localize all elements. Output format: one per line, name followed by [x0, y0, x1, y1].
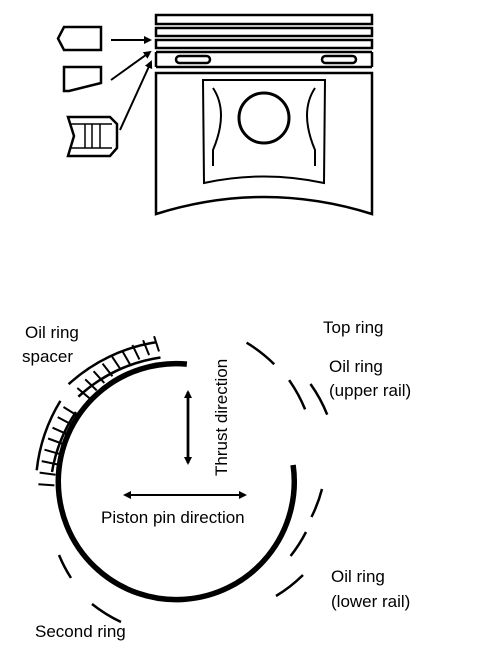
piston-crown — [154, 13, 374, 26]
label-second-ring: Second ring — [35, 622, 126, 641]
second-ring-section-icon — [62, 65, 103, 93]
spacer-hatch-tick — [111, 356, 122, 371]
label-piston-pin-direction: Piston pin direction — [101, 508, 245, 527]
spacer-hatch-tick — [39, 471, 56, 476]
spacer-hatch-tick — [131, 344, 141, 360]
ring-gap-diagram — [35, 335, 329, 624]
oil-lower-rail-segment-c — [275, 574, 304, 598]
oil-upper-rail-segment — [309, 383, 329, 416]
spacer-hatch-tick — [57, 416, 73, 426]
piston-pin-hole — [237, 91, 291, 145]
labels: Oil ring spacer Top ring Oil ring (upper… — [22, 318, 411, 641]
top-ring-segment — [245, 341, 276, 366]
spacer-hatch-tick — [47, 437, 64, 445]
oil-ring-spacer-hatching — [38, 335, 160, 487]
spacer-hatch-tick — [44, 448, 61, 456]
spacer-hatch-tick — [84, 378, 98, 392]
label-oil-ring-lower-2: (lower rail) — [331, 592, 410, 611]
oil-lower-rail-segment-a — [310, 488, 324, 518]
spacer-hatch-tick — [38, 483, 55, 487]
label-oil-ring-upper-1: Oil ring — [329, 357, 383, 376]
ring-section-icons — [56, 25, 153, 158]
spacer-hatch-tick — [92, 370, 106, 384]
pin-boss — [201, 79, 327, 185]
spacer-hatch-tick — [101, 362, 114, 377]
label-oil-ring-spacer-2: spacer — [22, 347, 73, 366]
spacer-hatch-tick — [142, 339, 151, 356]
top-ring-section-icon — [56, 25, 103, 52]
spacer-hatch-tick — [52, 426, 68, 436]
oil-ring-section-icon — [66, 115, 119, 158]
oil-slot-left — [174, 54, 212, 65]
label-top-ring: Top ring — [323, 318, 383, 337]
piston-ring-land-2 — [154, 38, 374, 50]
spacer-hatch-tick — [41, 460, 58, 466]
spacer-hatch-tick — [76, 387, 91, 400]
spacer-hatch-tick — [62, 406, 78, 417]
label-thrust-direction: Thrust direction — [212, 359, 231, 476]
label-oil-ring-spacer-1: Oil ring — [25, 323, 79, 342]
piston-side-view — [154, 13, 374, 216]
piston-ring-land-1 — [154, 26, 374, 38]
oil-lower-rail-segment-b — [289, 531, 308, 557]
label-oil-ring-upper-2: (upper rail) — [329, 381, 411, 400]
ring-segments — [57, 341, 329, 624]
top-ring-segment-b — [288, 379, 307, 410]
second-ring-segment-a — [91, 603, 122, 624]
oil-slot-right — [320, 54, 358, 65]
piston-skirt — [154, 71, 374, 216]
label-oil-ring-lower-1: Oil ring — [331, 567, 385, 586]
bore-circle — [55, 360, 298, 603]
second-ring-segment-b — [57, 554, 73, 579]
spacer-hatch-tick — [121, 350, 131, 365]
spacer-hatch-tick — [153, 335, 160, 352]
oil-ring-spacer — [35, 340, 161, 473]
